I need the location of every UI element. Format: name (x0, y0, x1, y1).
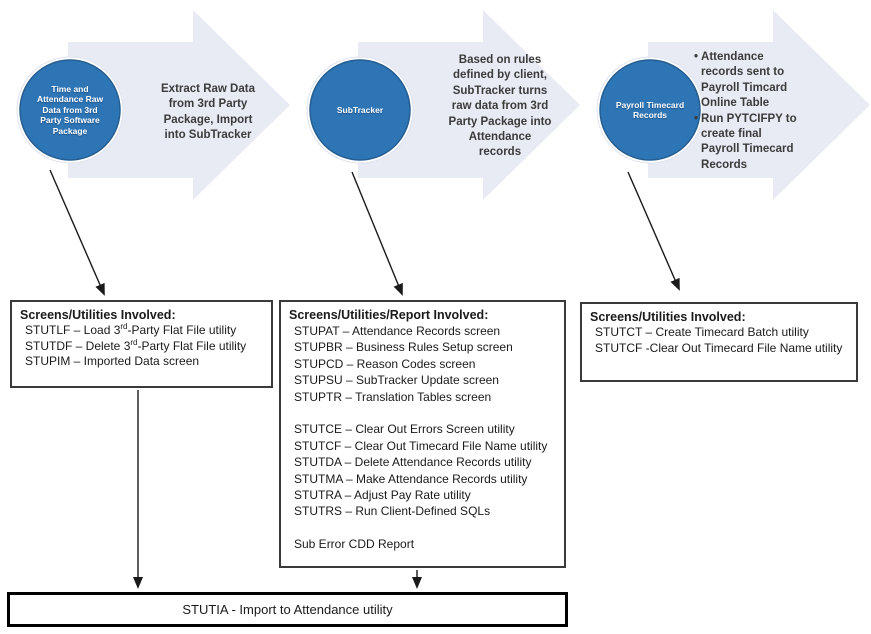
screens-box-2-title: Screens/Utilities/Report Involved: (289, 308, 489, 322)
stage-bullet-list-3: •Attendance records sent to Payroll Timc… (694, 50, 844, 173)
stutia-bottom-box: STUTIA - Import to Attendance utility (7, 592, 568, 627)
bullet-text: Run PYTCIFPY to create final Payroll Tim… (701, 112, 797, 171)
stage-circle-2 (309, 59, 411, 161)
bullet-text: Attendance records sent to Payroll Timca… (701, 51, 788, 110)
screens-box-line: STUPTR – Translation Tables screen (294, 389, 492, 404)
bullet-icon: • (694, 112, 699, 125)
stage-arrow-text-2: Based on rules defined by client, SubTra… (448, 54, 552, 159)
screens-box-line: STUPSU – SubTracker Update screen (294, 373, 499, 388)
stage-bullet-item: •Attendance records sent to Payroll Timc… (694, 50, 844, 112)
stage-bullet-item: •Run PYTCIFPY to create final Payroll Ti… (694, 112, 844, 174)
stage-circle-label-3: Payroll Timecard Records (615, 99, 685, 121)
screens-box-line: STUPBR – Business Rules Setup screen (294, 340, 513, 355)
screens-box-1-title: Screens/Utilities Involved: (20, 308, 176, 322)
screens-box-2: Screens/Utilities/Report Involved: STUPA… (279, 300, 566, 568)
screens-box-line: STUTMA – Make Attendance Records utility (294, 471, 528, 486)
connector-arrow-stage1-to-box1 (49, 169, 105, 296)
screens-box-3-title: Screens/Utilities Involved: (590, 310, 746, 324)
process-arrow-1 (68, 10, 290, 200)
screens-box-1: Screens/Utilities Involved: STUTLF – Loa… (10, 300, 273, 388)
connector-arrow-stage3-to-box3 (627, 171, 680, 291)
screens-box-line: STUTDA – Delete Attendance Records utili… (294, 455, 532, 470)
screens-box-line: STUTRS – Run Client-Defined SQLs (294, 504, 491, 519)
screens-box-line: STUTCF – Clear Out Timecard File Name ut… (294, 438, 548, 453)
process-arrow-2 (358, 10, 580, 200)
screens-box-line: Sub Error CDD Report (294, 537, 415, 552)
bullet-icon: • (694, 51, 699, 63)
screens-box-line: STUTCE – Clear Out Errors Screen utility (294, 422, 515, 437)
stutia-bottom-box-label: STUTIA - Import to Attendance utility (182, 602, 393, 617)
screens-box-line: STUTCT – Create Timecard Batch utility (595, 325, 809, 339)
stage-circle-3 (599, 59, 701, 161)
screens-box-line: STUTLF – Load 3rd-Party Flat File utilit… (25, 322, 237, 338)
screens-box-line (289, 520, 558, 536)
stage-arrow-text-1: Extract Raw Data from 3rd Party Package,… (161, 83, 255, 142)
screens-box-line: STUPAT – Attendance Records screen (294, 324, 501, 338)
screens-box-line: STUTRA – Adjust Pay Rate utility (294, 488, 471, 503)
screens-box-line: STUTDF – Delete 3rd-Party Flat File util… (25, 337, 247, 353)
process-arrow-3 (648, 10, 870, 200)
screens-box-1-lines: STUTLF – Load 3rd-Party Flat File utilit… (20, 323, 265, 370)
screens-box-line (289, 405, 558, 421)
screens-box-line: STUTCF -Clear Out Timecard File Name uti… (595, 340, 843, 355)
screens-box-line: STUPIM – Imported Data screen (25, 354, 200, 369)
stage-circle-1 (19, 59, 121, 161)
screens-box-line: STUPCD – Reason Codes screen (294, 356, 476, 371)
screens-box-3: Screens/Utilities Involved: STUTCT – Cre… (580, 302, 858, 382)
stage-circle-label-2: SubTracker (336, 104, 384, 115)
stage-circle-label-1: Time and Attendance Raw Data from 3rd Pa… (36, 83, 104, 136)
connector-arrow-stage2-to-box2 (351, 171, 403, 296)
